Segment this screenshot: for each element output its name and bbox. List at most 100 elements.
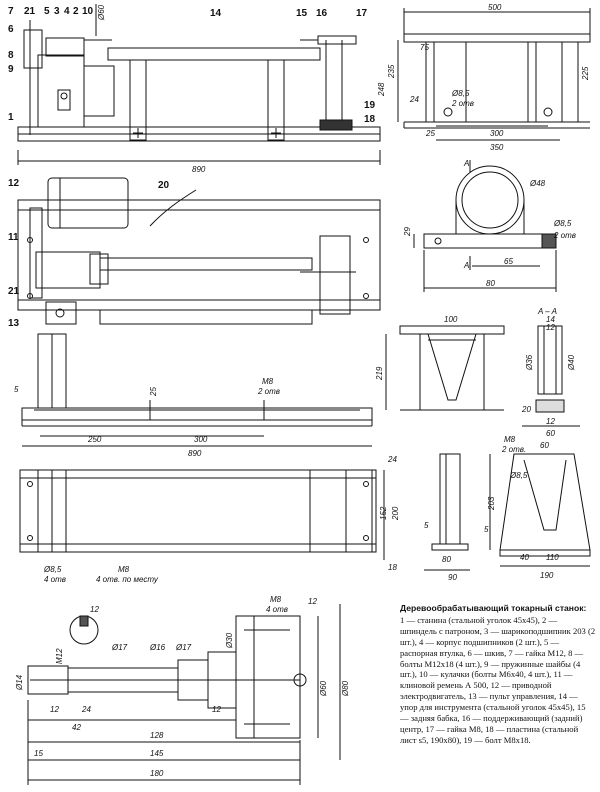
callout-6: 6 <box>8 24 14 35</box>
section-mark-a-bottom: A <box>463 261 469 270</box>
dim-12-d: 12 <box>50 705 59 714</box>
dim-12-f: 12 <box>308 597 317 606</box>
side-elevation-view <box>17 4 381 165</box>
dim-14: 14 <box>546 315 555 324</box>
dim-12-b: 12 <box>546 417 555 426</box>
dim-5-b: 5 <box>484 525 489 534</box>
callout-2: 2 <box>73 6 79 17</box>
dim-190: 190 <box>540 571 554 580</box>
dim-d14: Ø14 <box>15 674 24 691</box>
dim-300-a: 300 <box>490 129 504 138</box>
dim-235: 235 <box>387 64 396 79</box>
dim-12-a: 12 <box>546 323 555 332</box>
dim-4otv: 4 отв <box>44 575 66 584</box>
dim-25-b: 25 <box>149 387 158 397</box>
dim-24-c: 24 <box>81 705 91 714</box>
callout-17: 17 <box>356 8 368 19</box>
callout-11: 11 <box>8 232 19 243</box>
callout-12: 12 <box>8 178 20 189</box>
dim-d16: Ø16 <box>149 643 166 652</box>
dim-d85-c: Ø8,5 <box>509 471 528 480</box>
dim-20: 20 <box>521 405 531 414</box>
dim-200: 200 <box>391 506 400 521</box>
section-label-aa: A – A <box>537 307 557 316</box>
dim-d48: Ø48 <box>529 179 546 188</box>
dim-24-b: 24 <box>387 455 397 464</box>
bearing-housing-view <box>413 160 557 292</box>
dim-2otv-a: 2 отв <box>451 99 474 108</box>
dim-225: 225 <box>581 66 590 81</box>
dim-m8-c: M8 <box>118 565 130 574</box>
dim-18: 18 <box>388 563 397 572</box>
caption-legend: 1 — станина (стальной уголок 45х45), 2 —… <box>400 614 596 745</box>
dim-300-b: 300 <box>194 435 208 444</box>
callout-7: 7 <box>8 6 14 17</box>
dim-890-bottom: 890 <box>188 449 202 458</box>
plan-view <box>17 177 381 325</box>
callout-9: 9 <box>8 64 14 75</box>
dim-80-b: 80 <box>442 555 451 564</box>
dim-180: 180 <box>150 769 164 778</box>
dim-5-a: 5 <box>14 385 19 394</box>
callout-15: 15 <box>296 8 308 19</box>
spindle-detail-view <box>27 604 341 785</box>
caption-title: Деревообрабатывающий токарный станок: <box>400 603 587 613</box>
dim-d60-c: Ø60 <box>319 680 328 697</box>
dim-d40: Ø40 <box>567 354 576 371</box>
dim-250: 250 <box>87 435 102 444</box>
dim-d60-top: Ø60 <box>97 4 106 21</box>
callout-20: 20 <box>158 180 170 191</box>
callout-5: 5 <box>44 6 50 17</box>
dim-60-b: 60 <box>540 441 549 450</box>
dim-24-a: 24 <box>409 95 419 104</box>
callout-3: 3 <box>54 6 60 17</box>
section-mark-a-top: A <box>463 159 469 168</box>
dim-152: 152 <box>379 506 388 520</box>
callout-21-top: 21 <box>24 6 36 17</box>
bed-front-view <box>21 333 373 447</box>
dim-40-b: 40 <box>520 553 529 562</box>
dim-m8-d: M8 <box>270 595 282 604</box>
dim-80-a: 80 <box>486 279 495 288</box>
tailstock-end-view <box>424 453 591 571</box>
dim-2otv-b: 2 отв <box>553 231 576 240</box>
dim-4otv-b: 4 отв <box>266 605 288 614</box>
dim-90: 90 <box>448 573 457 582</box>
dim-d17-b: Ø17 <box>175 643 192 652</box>
dim-128: 128 <box>150 731 164 740</box>
dim-110: 110 <box>546 553 559 562</box>
dim-350: 350 <box>490 143 504 152</box>
drawing-caption: Деревообрабатывающий токарный станок: 1 … <box>400 603 596 746</box>
dim-15: 15 <box>34 749 43 758</box>
dim-d85-a: Ø8,5 <box>451 89 470 98</box>
dim-890-top: 890 <box>192 165 206 174</box>
dim-d85-d: Ø8,5 <box>43 565 62 574</box>
dim-d80-c: Ø80 <box>341 680 350 697</box>
dim-12-e: 12 <box>212 705 221 714</box>
bed-plan-view <box>19 469 385 560</box>
tool-rest-stand-view <box>385 325 580 427</box>
dim-219: 219 <box>375 366 384 381</box>
dim-145: 145 <box>150 749 164 758</box>
dim-248: 248 <box>377 82 386 97</box>
dim-25-a: 25 <box>425 129 435 138</box>
callout-10: 10 <box>82 6 94 17</box>
dim-d30: Ø30 <box>225 632 234 649</box>
dim-m8-b: M8 <box>504 435 516 444</box>
dim-d36: Ø36 <box>525 354 534 371</box>
callout-14: 14 <box>210 8 222 19</box>
dim-29: 29 <box>403 227 412 237</box>
callout-16: 16 <box>316 8 328 19</box>
dim-m8-a: M8 <box>262 377 274 386</box>
dim-12-c: 12 <box>90 605 99 614</box>
end-elevation-view <box>397 8 591 141</box>
callout-4: 4 <box>64 6 70 17</box>
dim-d85-b: Ø8,5 <box>553 219 572 228</box>
dim-2otv-d: 2 отв. <box>501 445 526 454</box>
callout-8: 8 <box>8 50 14 61</box>
dim-5-c: 5 <box>424 521 429 530</box>
dim-500: 500 <box>488 3 502 12</box>
dim-203: 203 <box>487 496 496 511</box>
dim-60-a: 60 <box>546 429 555 438</box>
